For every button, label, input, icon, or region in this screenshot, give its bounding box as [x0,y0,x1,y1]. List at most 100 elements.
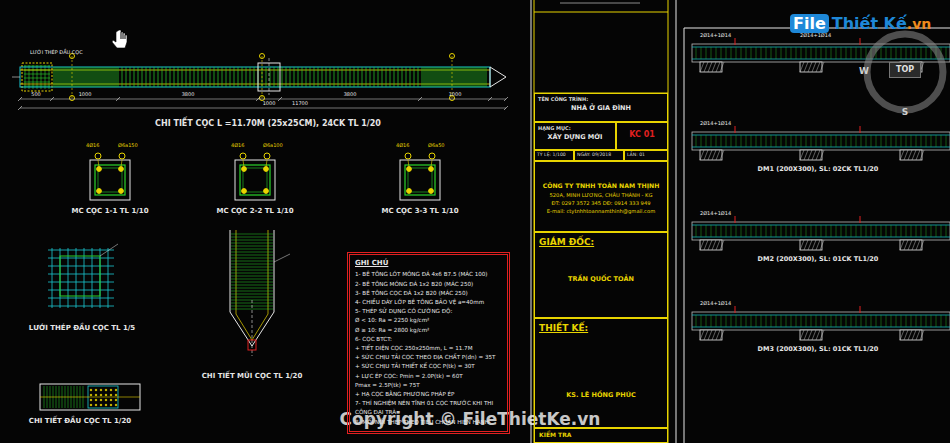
cad-line [158,67,159,87]
node-text: ĐT: 0297 3572 345 DĐ: 0914 333 949 [537,199,665,207]
cad-line [716,315,717,327]
cad-line [901,315,902,327]
cad-line [761,135,762,147]
cad-line [706,47,707,59]
cad-line [25,65,26,89]
cad-line [912,240,916,250]
cad-line [831,135,832,147]
cad-line [721,135,722,147]
cad-circle [264,189,269,194]
cad-line [886,47,887,59]
cad-line [706,225,707,237]
cad-line [891,225,892,237]
cad-line [826,135,827,147]
cad-line [751,315,752,327]
title-cell: HẠNG MỤC:XÂY DỰNG MỚI [534,122,616,150]
cad-line [866,135,867,147]
cad-line [72,56,73,98]
cad-line [50,97,54,101]
title-cell: TÊN CÔNG TRÌNH:NHÀ Ở GIA ĐÌNH [534,93,668,122]
cad-line [134,67,135,87]
drawing-label: LƯỚI THÉP ĐẦU CỌC TL 1/5 [29,324,135,332]
cad-rect [248,340,256,350]
node-heading: HẠNG MỤC: [538,125,612,131]
cad-line [800,62,804,72]
cad-rect [95,165,125,195]
cad-line [146,67,147,87]
cad-line [708,150,712,160]
cad-line [18,106,22,110]
cad-line [808,150,812,160]
cad-rect [243,168,267,192]
cad-line [418,97,422,101]
drawing-label: DM3 (200X300), SL: 01CK TL1/20 [758,346,879,353]
cad-line [262,56,263,98]
cad-line [428,67,429,87]
cad-line [112,67,113,87]
cad-line [886,315,887,327]
cad-rect [692,222,950,240]
cad-line [100,244,118,256]
cad-line [831,225,832,237]
cad-line [408,160,409,167]
cad-line [98,67,99,87]
signature-cell: KIỂM TRA [534,428,668,443]
cad-line [831,315,832,327]
cad-circle [260,54,265,59]
cad-line [54,67,55,87]
cad-line [712,330,716,340]
cad-line [704,62,708,72]
cad-circle [429,189,434,194]
cad-line [398,67,399,87]
cad-circle [90,399,92,401]
cad-line [735,306,736,313]
cad-line [90,67,91,87]
cad-line [806,135,807,147]
cad-line [178,67,179,87]
cad-line [48,282,114,283]
cad-line [60,67,61,87]
cad-line [442,67,443,87]
cad-line [908,240,912,250]
drawing-label: 2Ø14+1Ø14 [700,33,731,39]
cad-line [476,67,477,87]
cad-line [816,135,817,147]
cad-line [761,315,762,327]
cad-rect [60,256,100,296]
drawing-label: S [902,107,908,117]
cad-line [936,135,937,147]
cad-circle [407,189,412,194]
cad-line [735,216,736,223]
cad-line [812,62,816,72]
cad-rect [800,62,822,72]
cad-line [931,225,932,237]
cad-line [926,135,927,147]
cad-circle [70,96,75,101]
cad-line [900,330,904,340]
cad-line [378,67,379,87]
cad-circle [100,399,102,401]
cad-line [64,67,65,87]
cad-line [751,135,752,147]
cad-line [202,67,203,87]
cad-line [826,315,827,327]
cad-line [736,135,737,147]
cad-line [468,67,469,87]
node-text: Ø < 10: Ra = 2250 kg/cm² [355,316,502,325]
cad-line [706,135,707,147]
cad-line [720,330,724,340]
drawing-label: 2Ø14+1Ø14 [700,121,731,127]
cad-line [941,135,942,147]
cad-line [234,67,235,87]
cad-line [801,225,802,237]
cad-line [711,315,712,327]
drawing-label: DM1 (200X300), SL: 02CK TL1/20 [758,166,879,173]
cad-line [252,300,253,356]
cad-line [48,290,114,291]
cad-line [231,297,273,298]
cad-line [801,47,802,59]
cad-line [746,47,747,59]
cad-line [116,97,120,101]
cad-line [58,67,59,87]
node-text: + SỨC CHỊU TẢI THIẾT KẾ CỌC P(tk) = 30T [355,362,502,371]
